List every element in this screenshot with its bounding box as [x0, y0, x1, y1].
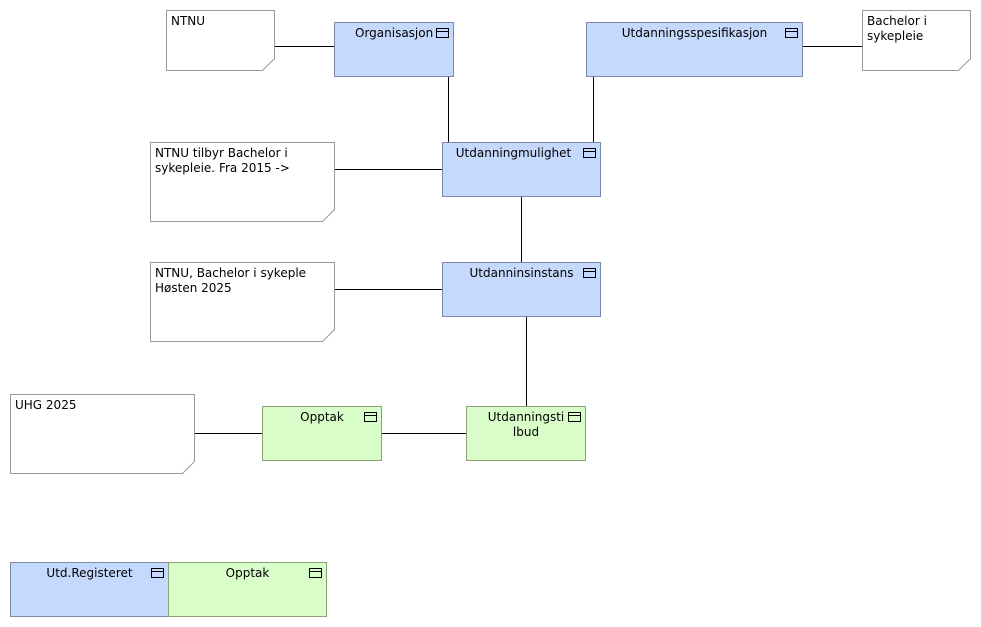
element-label: Utdanningsti lbud [487, 410, 565, 439]
element-label: Utdanningsspesifikasjon [621, 26, 768, 40]
component-icon [785, 28, 798, 38]
legend-label: Utd.Registeret [46, 566, 133, 580]
note-text: UHG 2025 [15, 398, 77, 412]
element-label: Organisasjon [355, 26, 434, 40]
note-ntnu-hosten[interactable]: NTNU, Bachelor i sykeple Høsten 2025 [150, 262, 335, 342]
element-utdanningmulighet[interactable]: Utdanningmulighet [442, 142, 601, 197]
note-text: NTNU tilbyr Bachelor i sykepleie. Fra 20… [155, 146, 290, 175]
element-utdanninsinstans[interactable]: Utdanninsinstans [442, 262, 601, 317]
note-text: NTNU, Bachelor i sykeple Høsten 2025 [155, 266, 307, 295]
element-opptak[interactable]: Opptak [262, 406, 382, 461]
component-icon [436, 28, 449, 38]
note-text: NTNU [171, 14, 206, 28]
element-utdanningstilbud[interactable]: Utdanningsti lbud [466, 406, 586, 461]
note-shape [150, 262, 335, 342]
legend-utd-registeret[interactable]: Utd.Registeret [10, 562, 169, 617]
element-utdanningsspesifikasjon[interactable]: Utdanningsspesifikasjon [586, 22, 803, 77]
note-shape [166, 10, 275, 71]
note-text: Bachelor i sykepleie [867, 14, 927, 43]
component-icon [583, 148, 596, 158]
legend-label: Opptak [225, 566, 270, 580]
note-ntnu-tilbyr[interactable]: NTNU tilbyr Bachelor i sykepleie. Fra 20… [150, 142, 335, 222]
note-shape [862, 10, 971, 71]
element-label: Opptak [300, 410, 344, 424]
component-icon [309, 568, 322, 578]
component-icon [364, 412, 377, 422]
note-shape [10, 394, 195, 474]
component-icon [583, 268, 596, 278]
element-label: Utdanninsinstans [469, 266, 574, 280]
element-label: Utdanningmulighet [455, 146, 572, 160]
component-icon [151, 568, 164, 578]
component-icon [568, 412, 581, 422]
note-uhg[interactable]: UHG 2025 [10, 394, 195, 474]
note-bachelor[interactable]: Bachelor i sykepleie [862, 10, 971, 71]
note-shape [150, 142, 335, 222]
legend-opptak[interactable]: Opptak [168, 562, 327, 617]
element-organisasjon[interactable]: Organisasjon [334, 22, 454, 77]
note-ntnu[interactable]: NTNU [166, 10, 275, 71]
